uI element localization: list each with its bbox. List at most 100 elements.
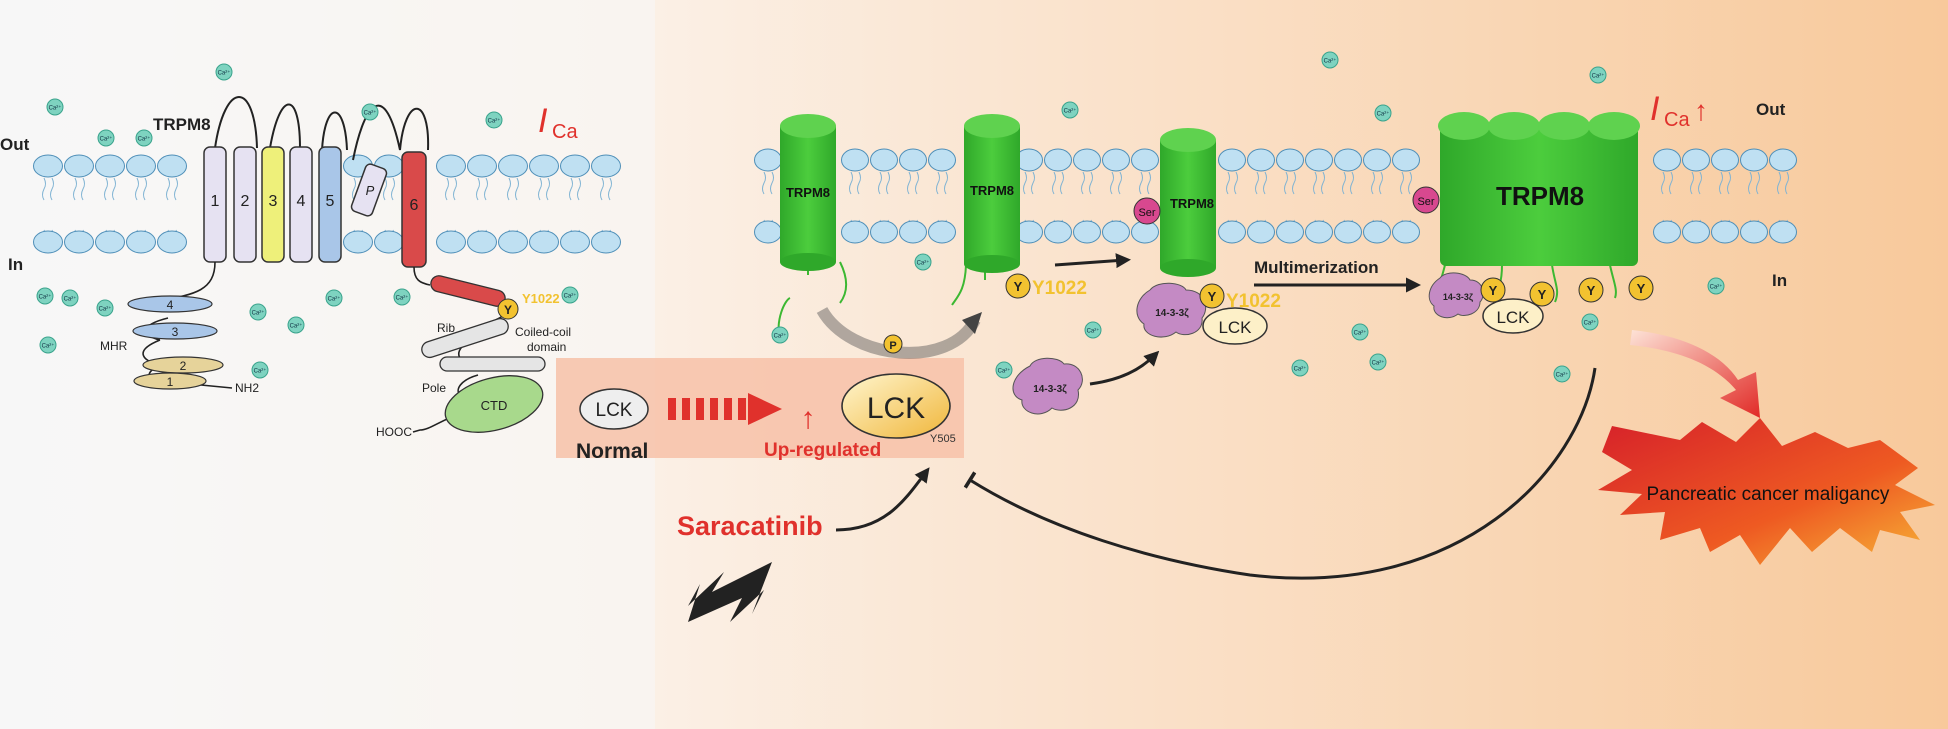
left-out-label: Out [0,135,30,154]
svg-text:5: 5 [326,193,335,210]
calcium-ion-label: Ca²⁺ [328,296,341,303]
calcium-ion-label: Ca²⁺ [254,368,267,375]
normal-label: Normal [576,440,648,463]
calcium-ion [485,111,503,129]
left-current-label: I Ca [538,102,578,143]
lipid-head [64,230,94,254]
svg-text:1: 1 [167,375,174,389]
calcium-ion [249,303,267,321]
calcium-ion-label: Ca²⁺ [1556,372,1569,379]
right-calcium-ions: Ca²⁺Ca²⁺Ca²⁺Ca²⁺Ca²⁺Ca²⁺Ca²⁺Ca²⁺Ca²⁺Ca²⁺… [771,51,1725,383]
lipid-tail [849,171,861,195]
lipid-head [126,230,156,254]
lipid-tail [1023,171,1035,195]
lipid-head [529,154,559,178]
lipid-head [1334,220,1362,244]
calcium-ion [251,361,269,379]
calcium-ion [97,129,115,147]
lipid-tail [1371,171,1383,195]
right-out-label: Out [1756,100,1786,119]
calcium-ion [561,286,579,304]
calcium-ion [1707,277,1725,295]
svg-text:2: 2 [180,359,187,373]
lipid-head [1682,220,1710,244]
lipid-head [374,230,404,254]
lipid-head [754,148,782,172]
svg-text:6: 6 [410,197,419,214]
svg-text:LCK: LCK [867,392,925,425]
calcium-ion [96,299,114,317]
lipid-head [1044,220,1072,244]
lipid-head [560,154,590,178]
lipid-head [436,230,466,254]
svg-text:Ser: Ser [1138,207,1155,219]
left-membrane [33,154,621,254]
lipid-tail [1313,171,1325,195]
lipid-head [1102,148,1130,172]
lipid-head [870,148,898,172]
lipid-tail [600,177,612,201]
calcium-ion [1369,353,1387,371]
trpm8-channel-2: TRPM8 [951,114,1020,306]
lipid-head [1218,220,1246,244]
lipid-tail [538,177,550,201]
y505-label: Y505 [930,433,956,445]
segment-1: 1 [203,146,227,263]
calcium-ion-label: Ca²⁺ [998,368,1011,375]
svg-text:TRPM8: TRPM8 [1170,196,1214,211]
calcium-ion-label: Ca²⁺ [1087,328,1100,335]
lipid-tail [1400,171,1412,195]
lipid-head [467,154,497,178]
multimer-y-site-4: Y [1628,275,1654,301]
coiled-coil-domain [439,356,546,372]
lipid-head [126,154,156,178]
svg-text:TRPM8: TRPM8 [1496,181,1584,211]
lipid-head [33,154,63,178]
svg-text:Y: Y [1489,283,1498,298]
right-in-label: In [1772,271,1787,290]
lipid-head [467,230,497,254]
lipid-tail [1226,171,1238,195]
svg-text:14-3-3ζ: 14-3-3ζ [1033,384,1067,395]
lck-bound-channel-3: LCK [1202,307,1268,345]
lipid-head [1247,148,1275,172]
rib-label: Rib [437,321,455,335]
multimer-y-site-2: Y [1529,281,1555,307]
calcium-ion-label: Ca²⁺ [364,110,377,117]
lipid-head [841,220,869,244]
lipid-head [1653,148,1681,172]
arrow-14-3-3-binding [1089,350,1160,386]
lipid-head [1682,148,1710,172]
lipid-head [754,220,782,244]
calcium-ion-label: Ca²⁺ [1064,108,1077,115]
lipid-head [498,230,528,254]
calcium-ion-label: Ca²⁺ [1372,360,1385,367]
mhr-domain-2: 2 [142,356,224,374]
lipid-tail [166,177,178,201]
lipid-head [436,154,466,178]
calcium-ion-label: Ca²⁺ [1294,366,1307,373]
svg-text:Y: Y [1538,287,1547,302]
lightning-bolt-icon [688,562,772,622]
ser-marker-1: Ser [1133,197,1161,225]
y1022-label-1: Y1022 [1032,278,1087,299]
lck-normal: LCK [579,388,649,430]
calcium-ion-label: Ca²⁺ [1710,284,1723,291]
calcium-ion [39,336,57,354]
calcium-ion [1589,66,1607,84]
calcium-ion-label: Ca²⁺ [64,296,77,303]
mhr-domain-4: 4 [127,295,213,313]
calcium-ion [325,289,343,307]
calcium-ion [1291,359,1309,377]
lipid-tail [135,177,147,201]
calcium-ion [361,103,379,121]
lipid-tail [1342,171,1354,195]
lipid-tail [1052,171,1064,195]
lipid-head [1073,148,1101,172]
calcium-ion-label: Ca²⁺ [39,294,52,301]
lipid-tail [762,171,774,195]
mhr-domain-1: 1 [133,372,207,390]
svg-text:Pancreatic cancer maligancy: Pancreatic cancer maligancy [1647,484,1890,505]
lipid-head [591,154,621,178]
lipid-tail [1661,171,1673,195]
